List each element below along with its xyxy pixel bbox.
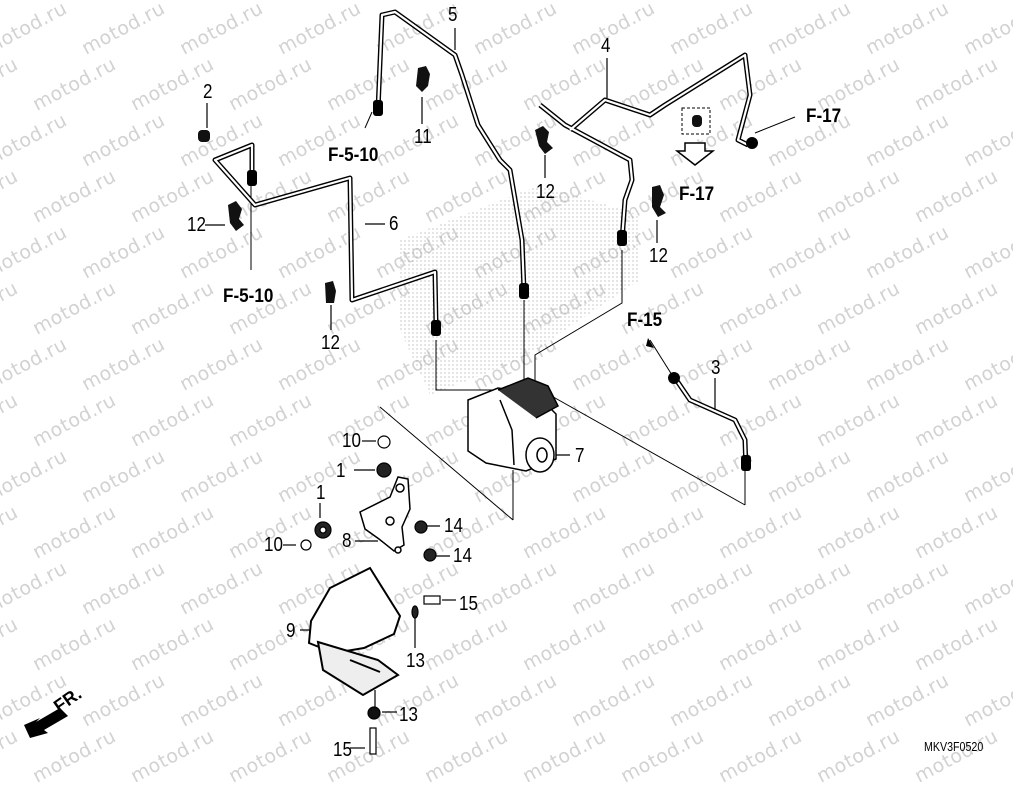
part-callout-15: 15	[333, 739, 352, 761]
figure-reference[interactable]: F-17	[806, 106, 842, 127]
front-arrow	[24, 708, 68, 738]
part-callout-1: 1	[316, 482, 326, 504]
figure-reference[interactable]: F-5-10	[328, 145, 379, 166]
figure-reference[interactable]: F-15	[627, 310, 663, 331]
part-callout-6: 6	[389, 213, 399, 235]
part-callout-14: 14	[453, 545, 472, 567]
part-callout-3: 3	[711, 357, 721, 379]
figure-reference[interactable]: F-17	[679, 184, 715, 205]
part-callout-8: 8	[342, 530, 352, 552]
part-callout-14: 14	[444, 515, 463, 537]
part-callout-2: 2	[203, 81, 213, 103]
figure-reference[interactable]: F-5-10	[223, 286, 274, 307]
part-callout-11: 11	[414, 126, 432, 148]
part-callout-15: 15	[459, 593, 478, 615]
bracket-8	[359, 476, 411, 554]
part-callout-12: 12	[187, 214, 206, 236]
part-callout-12: 12	[649, 245, 668, 267]
callout-leaders	[205, 28, 716, 749]
diagram-drawing	[24, 9, 796, 755]
part-callout-13: 13	[406, 650, 425, 672]
hollow-arrow	[674, 142, 716, 166]
hardware	[300, 435, 441, 755]
part-callout-12: 12	[321, 332, 340, 354]
part-callout-13: 13	[399, 704, 418, 726]
part-callout-4: 4	[601, 35, 611, 57]
pipe-fittings	[247, 100, 758, 471]
cover-9	[307, 566, 402, 697]
part-callout-12: 12	[536, 181, 555, 203]
part-callout-10: 10	[264, 534, 283, 556]
part-callout-9: 9	[286, 620, 296, 642]
drawing-code: MKV3F0520	[924, 739, 984, 754]
part-callout-5: 5	[448, 4, 458, 26]
part-callout-10: 10	[342, 430, 361, 452]
part-callout-7: 7	[575, 445, 585, 467]
abs-modulator	[467, 377, 559, 473]
part-callout-1: 1	[336, 460, 346, 482]
pipe-clips	[198, 66, 702, 303]
